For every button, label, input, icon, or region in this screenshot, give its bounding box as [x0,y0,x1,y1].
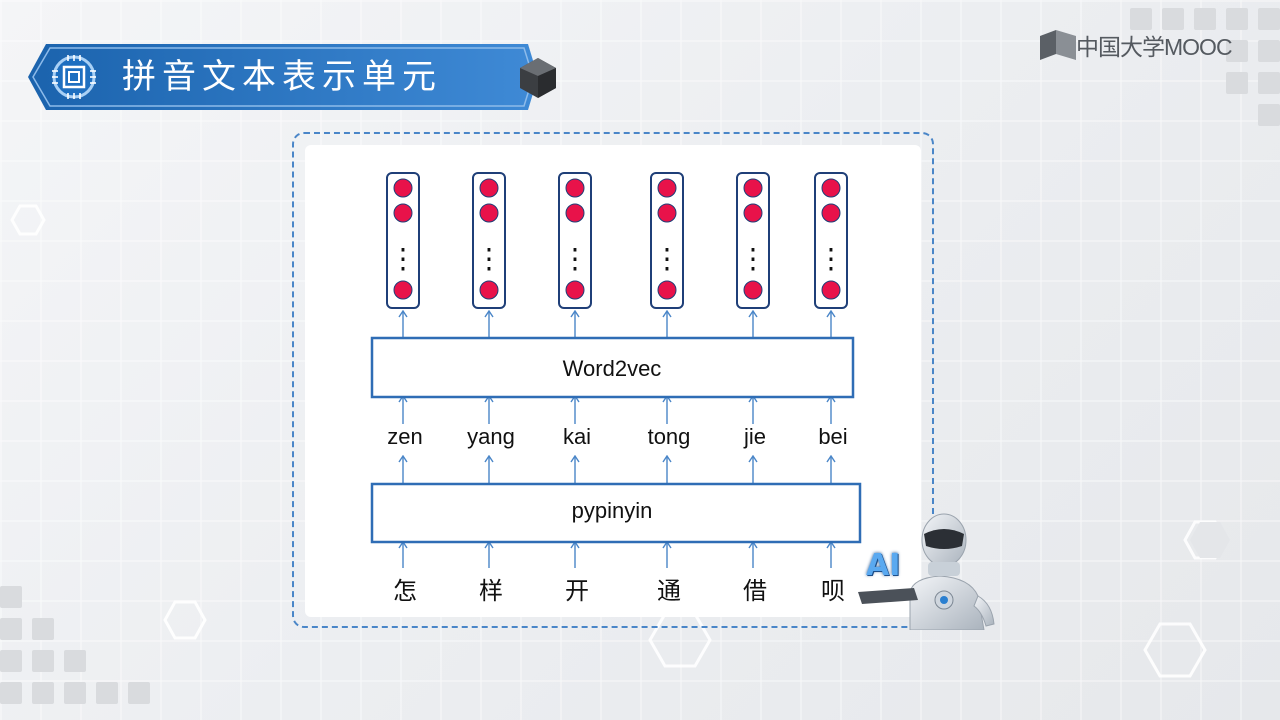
hexagon-gem-icon [520,58,556,98]
vector-node [393,178,413,198]
flow-arrows [403,312,831,568]
embedding-vector: ⋮ [386,172,420,309]
vector-node [657,178,677,198]
vector-box [650,172,684,309]
pypinyin-box [370,482,862,544]
pinyin-token: jie [743,424,766,449]
page-title: 拼音文本表示单元 [122,57,442,97]
vector-node [821,280,841,300]
embedding-vectors: ⋮ ⋮ ⋮ ⋮ ⋮ ⋮ [386,172,848,309]
vector-node [393,203,413,223]
chinese-character: 开 [565,577,589,605]
ai-badge: AI [866,548,901,583]
vector-box [814,172,848,309]
vector-box [558,172,592,309]
vector-node [565,203,585,223]
embedding-vector: ⋮ [814,172,848,309]
vector-node [743,280,763,300]
embedding-vector: ⋮ [472,172,506,309]
logo-text: 中国大学MOOC [1076,34,1233,60]
chinese-character: 怎 [393,577,417,605]
vector-ellipsis: ⋮ [561,242,589,275]
vector-ellipsis: ⋮ [389,242,417,275]
vector-node [821,203,841,223]
ai-robot-illustration [858,513,995,630]
word2vec-box [370,336,855,399]
chinese-character: 通 [657,577,681,605]
pinyin-token: kai [563,424,591,449]
vector-node [479,203,499,223]
vector-ellipsis: ⋮ [817,242,845,275]
mooc-logo-icon [1040,30,1076,60]
character-row: 怎样开通借呗 [393,577,845,605]
vector-node [565,280,585,300]
vector-node [565,178,585,198]
pinyin-token: zen [387,424,422,449]
word2vec-label: Word2vec [563,356,662,381]
vector-node [393,280,413,300]
vector-node [657,280,677,300]
mooc-logo: 中国大学MOOC [1040,28,1233,62]
chinese-character: 呗 [821,577,845,605]
vector-box [736,172,770,309]
vector-node [743,178,763,198]
vector-ellipsis: ⋮ [739,242,767,275]
title-banner [28,44,538,110]
vector-node [821,178,841,198]
chip-icon [52,55,96,99]
vector-node [743,203,763,223]
vector-node [479,280,499,300]
embedding-vector: ⋮ [650,172,684,309]
pinyin-token: yang [467,424,515,449]
pinyin-token: bei [818,424,847,449]
pypinyin-label: pypinyin [572,498,653,523]
vector-ellipsis: ⋮ [653,242,681,275]
pinyin-row: zen yang kai tong jie bei [387,424,847,449]
embedding-vector: ⋮ [558,172,592,309]
embedding-vector: ⋮ [736,172,770,309]
chinese-character: 借 [743,577,767,605]
vector-node [479,178,499,198]
chinese-character: 样 [479,577,503,605]
vector-ellipsis: ⋮ [475,242,503,275]
vector-box [386,172,420,309]
diagram-frame [292,132,934,628]
vector-box [472,172,506,309]
vector-node [657,203,677,223]
pinyin-token: tong [648,424,691,449]
